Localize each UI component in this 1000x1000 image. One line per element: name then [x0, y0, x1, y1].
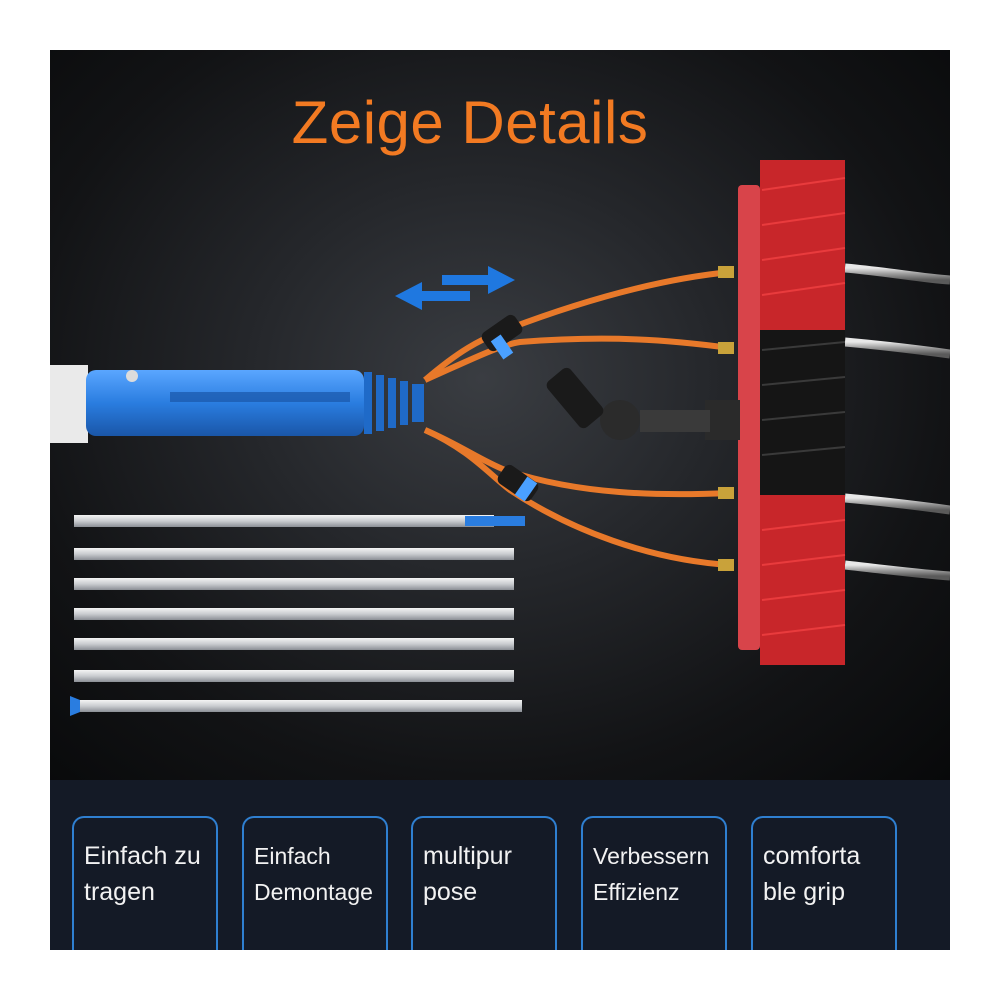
page-title: Zeige Details: [291, 89, 649, 156]
brush-head: [738, 160, 846, 665]
pole-segments: [70, 515, 525, 716]
hose-connectors: [481, 266, 734, 571]
feature-card: comforta ble grip: [751, 816, 897, 950]
feature-strip: Einfach zu tragen Einfach Demontage mult…: [50, 780, 950, 950]
feature-label: comforta ble grip: [763, 842, 861, 906]
feature-label: Einfach zu tragen: [84, 842, 201, 906]
steel-cables: [844, 263, 950, 581]
product-image: Zeige Details: [50, 50, 950, 950]
blue-handle: [50, 365, 424, 443]
bidirectional-arrows-icon: [395, 266, 515, 310]
feature-card: Einfach Demontage: [242, 816, 388, 950]
feature-card: multipur pose: [411, 816, 557, 950]
feature-card: Verbessern Effizienz: [581, 816, 727, 950]
angle-adapter: [546, 367, 740, 440]
hero-panel: Zeige Details: [50, 50, 950, 780]
brush-illustration: [50, 160, 950, 716]
feature-label: Verbessern Effizienz: [593, 843, 710, 905]
feature-label: Einfach Demontage: [254, 843, 373, 905]
feature-label: multipur pose: [423, 842, 512, 906]
feature-card: Einfach zu tragen: [72, 816, 218, 950]
